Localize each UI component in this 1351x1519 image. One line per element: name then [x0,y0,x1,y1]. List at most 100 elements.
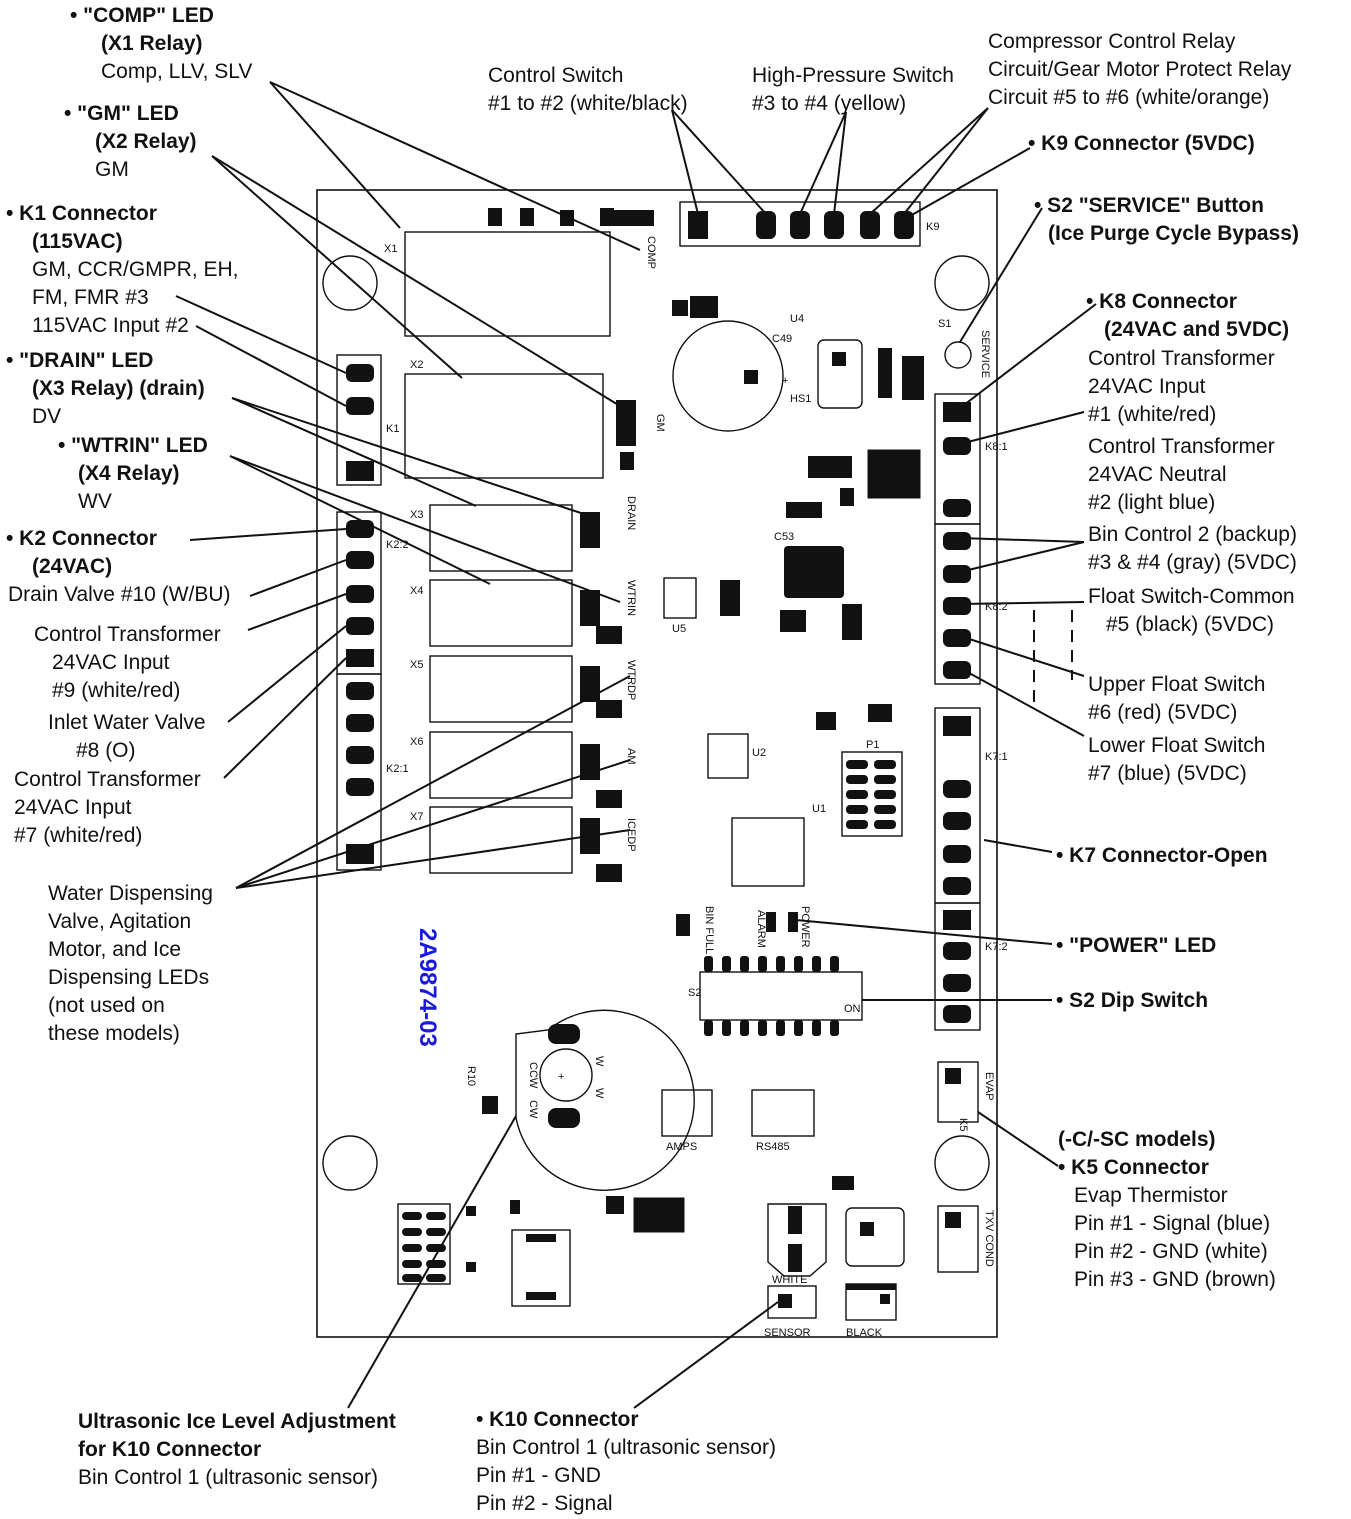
connector-k9 [679,201,921,247]
silk-label: U5 [672,623,686,635]
relay-x5 [429,655,573,723]
capacitor-c72 [767,1203,827,1277]
silk-label: GM [654,414,666,432]
callout-title: • S2 Dip Switch [1056,989,1209,1012]
callout-control-switch: Control Switch #1 to #2 (white/black) [488,62,688,118]
leader-lines [175,81,1097,1409]
callout-text: Control Transformer [34,623,221,646]
relay-label: X3 [410,509,423,521]
callout-text: Valve, Agitation [48,910,192,933]
svg-text:+: + [558,1071,564,1083]
callout-k2-connector: • K2 Connector (24VAC) Drain Valve #10 (… [6,525,231,609]
callout-text: #2 (light blue) [1088,491,1216,514]
connector-k10 [767,1285,817,1319]
connector-k13 [937,1205,979,1273]
callout-text: High-Pressure Switch [752,64,954,87]
callout-dispensing-leds: Water Dispensing Valve, Agitation Motor,… [48,880,213,1048]
callout-text: Pin #2 - Signal [476,1492,613,1515]
callout-text: #8 (O) [76,739,136,762]
callout-title: • "POWER" LED [1056,934,1217,957]
callout-title: • "DRAIN" LED [6,349,154,372]
silk-label: ALARM [755,910,767,948]
silk-label: TXV COND [983,1210,995,1267]
silk-label: AMPS [666,1141,697,1153]
relay-label: X7 [410,811,423,823]
callout-text: #7 (white/red) [14,824,143,847]
callout-text: #1 (white/red) [1088,403,1217,426]
callout-text: (not used on [48,994,165,1017]
silk-label: K5 [957,1118,969,1131]
callout-text: Compressor Control Relay [988,30,1236,53]
callout-title: • K7 Connector-Open [1056,844,1268,867]
relay-x7 [429,806,573,874]
mounting-hole [934,1135,990,1191]
callout-title: Ultrasonic Ice Level Adjustment [78,1410,396,1433]
silk-label: WHITE [772,1274,807,1286]
callout-s2-service-button: • S2 "SERVICE" Button (Ice Purge Cycle B… [1034,192,1299,248]
callout-k5-connector: (-C/-SC models) • K5 Connector Evap Ther… [1058,1126,1276,1294]
callout-text: Pin #1 - Signal (blue) [1074,1212,1271,1235]
connector-label: K7:1 [985,751,1008,763]
callout-text: #6 (red) (5VDC) [1088,701,1238,724]
callout-high-pressure-switch: High-Pressure Switch #3 to #4 (yellow) [752,62,954,118]
silk-label: CCW [527,1062,539,1089]
service-button [944,341,972,369]
connector-k1 [336,354,382,486]
callout-title: • K9 Connector (5VDC) [1028,132,1255,155]
callout-text: GM [95,158,129,181]
callout-title: • "COMP" LED [70,4,214,27]
callout-text: Pin #3 - GND (brown) [1074,1268,1276,1291]
callout-compressor-relay: Compressor Control Relay Circuit/Gear Mo… [988,28,1291,112]
capacitor-c49 [672,320,784,432]
callout-text: Circuit/Gear Motor Protect Relay [988,58,1292,81]
callout-title: • K10 Connector [476,1408,639,1431]
callout-text: WV [78,490,112,513]
connector-label: K2:2 [386,539,409,551]
callout-title: • "WTRIN" LED [58,434,208,457]
callout-power-led: • "POWER" LED [1056,932,1216,960]
silk-label: CW [527,1100,539,1119]
silk-label: C53 [774,531,794,543]
callout-text: 24VAC Input [1088,375,1206,398]
connector-k11 [397,1203,451,1285]
silk-label: BIN FULL [703,906,715,954]
callout-text: #7 (blue) (5VDC) [1088,762,1247,785]
regulator-u4 [817,339,863,409]
callout-text: 115VAC Input #2 [32,314,189,337]
silk-label: W [593,1056,605,1067]
silk-label: WTRIN [625,580,637,616]
callout-text: Pin #2 - GND (white) [1074,1240,1268,1263]
chip-u5 [663,577,697,619]
relay-label: X5 [410,659,423,671]
smd-components [466,208,924,1272]
dip-switch-pins [704,956,839,1036]
silk-label: BLACK [846,1327,883,1339]
callout-text: Bin Control 1 (ultrasonic sensor) [476,1436,776,1459]
silk-label: W [593,1088,605,1099]
callout-text: 24VAC Neutral [1088,463,1227,486]
silk-label: HS1 [790,393,811,405]
callout-float-common: Float Switch-Common #5 (black) (5VDC) [1088,583,1295,639]
silk-label: U2 [752,747,766,759]
callout-subtitle: for K10 Connector [78,1438,262,1461]
silk-label: DRAIN [625,496,637,530]
callout-subtitle: (X3 Relay) (drain) [32,377,205,400]
callout-inlet-valve: Inlet Water Valve #8 (O) [48,709,206,765]
callout-subtitle: (24VAC) [32,555,113,578]
silk-label: S2 [688,987,701,999]
relay-x3 [429,504,573,572]
silk-label: C49 [772,333,792,345]
mounting-hole [322,255,378,311]
callout-wtrin-led: • "WTRIN" LED (X4 Relay) WV [58,432,208,516]
connector-label: K1 [386,423,399,435]
silk-label: COMP [645,236,657,269]
callout-upper-float: Upper Float Switch #6 (red) (5VDC) [1088,671,1265,727]
relay-x4 [429,579,573,647]
relay-label: X1 [384,243,397,255]
callout-text: #5 (black) (5VDC) [1106,613,1275,636]
callout-k10-connector: • K10 Connector Bin Control 1 (ultrasoni… [476,1406,776,1518]
callout-text: #1 to #2 (white/black) [488,92,688,115]
callout-subtitle: (X4 Relay) [78,462,180,485]
callout-text: Control Transformer [14,768,201,791]
callout-text: Comp, LLV, SLV [101,60,253,83]
